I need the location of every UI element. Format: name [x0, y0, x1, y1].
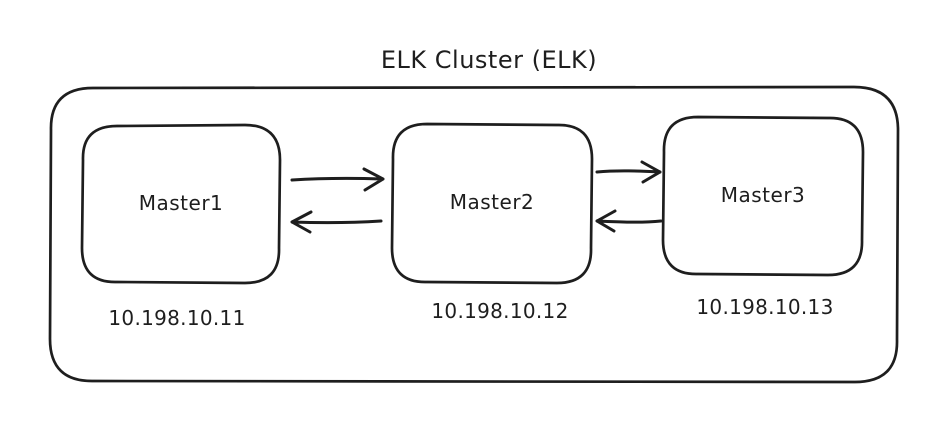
ip-label-master3: 10.198.10.13: [696, 295, 834, 319]
diagram-title: ELK Cluster (ELK): [380, 46, 598, 74]
ip-label-master2: 10.198.10.12: [431, 299, 569, 323]
node-label-master2: Master2: [449, 190, 535, 214]
node-label-master3: Master3: [720, 183, 806, 207]
node-box-master1: [80, 123, 282, 285]
stroke-group: [48, 85, 900, 384]
arrow-master3-to-master2: [595, 209, 663, 233]
cluster-container-box: [48, 85, 900, 384]
node-box-master2: [390, 122, 594, 285]
node-label-master1: Master1: [138, 191, 224, 215]
node-box-master3: [661, 115, 865, 277]
arrow-master2-to-master1: [290, 210, 383, 234]
arrow-master2-to-master3: [595, 160, 662, 184]
ip-label-master1: 10.198.10.11: [108, 306, 246, 330]
arrow-master1-to-master2: [290, 167, 385, 192]
